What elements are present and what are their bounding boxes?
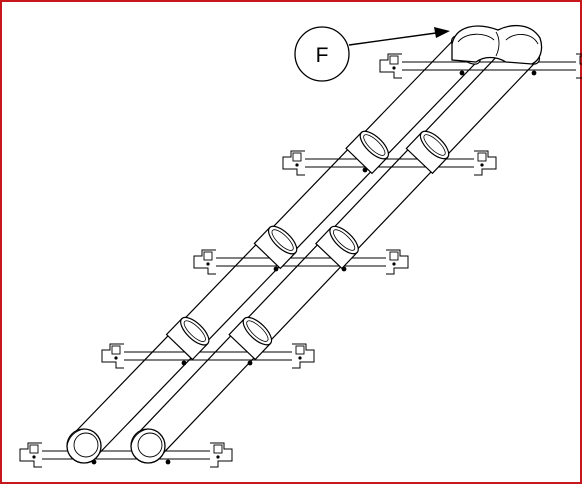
pipe-coupling bbox=[228, 316, 273, 361]
collector-pipe bbox=[130, 35, 541, 464]
bracket-tab bbox=[29, 444, 39, 454]
coupling-rim bbox=[329, 225, 359, 255]
bracket-outline bbox=[101, 343, 124, 369]
bracket-hole bbox=[206, 262, 210, 266]
coupling-inner-rim bbox=[183, 320, 206, 342]
bracket-hole bbox=[392, 262, 396, 266]
pipe-coupling bbox=[315, 225, 359, 270]
bracket-outline bbox=[474, 150, 497, 176]
bracket-tab bbox=[292, 152, 302, 162]
bracket-tab bbox=[111, 345, 121, 355]
bracket-tab bbox=[295, 345, 305, 355]
arrow-icon bbox=[434, 27, 450, 38]
bracket-outline bbox=[379, 53, 402, 79]
coupling-inner-rim bbox=[271, 229, 294, 251]
coupling-rim bbox=[359, 130, 390, 160]
fixing-dot bbox=[531, 70, 537, 76]
mounting-bracket-icon bbox=[576, 53, 582, 79]
mounting-bracket-icon bbox=[19, 442, 42, 468]
coupling-rim bbox=[180, 316, 210, 346]
collector-pipe bbox=[66, 35, 481, 464]
bracket-hole bbox=[114, 356, 118, 360]
bracket-tab bbox=[389, 55, 399, 65]
coupling-inner-rim bbox=[423, 134, 446, 156]
end-cap-outer bbox=[66, 428, 102, 464]
end-cap-inner bbox=[137, 432, 163, 458]
fixing-dot bbox=[362, 167, 368, 173]
end-cap-outer bbox=[130, 428, 166, 464]
bracket-outline bbox=[282, 150, 305, 176]
elbow-crease bbox=[495, 31, 500, 57]
pipe-coupling bbox=[253, 225, 298, 270]
bracket-hole bbox=[392, 66, 396, 70]
bracket-tab bbox=[203, 251, 213, 261]
end-cap-shade bbox=[130, 428, 149, 447]
coupling-inner-rim bbox=[363, 134, 386, 156]
callout-circle bbox=[294, 26, 350, 82]
mounting-brackets bbox=[19, 53, 582, 468]
mounting-bracket-icon bbox=[386, 249, 409, 275]
elbow-seam bbox=[457, 33, 495, 43]
mounting-bracket-icon bbox=[292, 343, 315, 369]
coupling-rim bbox=[419, 130, 450, 160]
mounting-bracket-icon bbox=[282, 150, 305, 176]
fixing-dot bbox=[273, 266, 279, 272]
callout-arrow-shaft bbox=[348, 32, 437, 46]
collector-pipes bbox=[66, 25, 543, 464]
coupling-inner-rim bbox=[332, 229, 356, 251]
mounting-bracket-icon bbox=[379, 53, 402, 79]
cross-rail bbox=[216, 257, 386, 272]
end-cap-shade bbox=[66, 428, 85, 447]
bracket-outline bbox=[386, 249, 409, 275]
mounting-bracket-icon bbox=[210, 442, 233, 468]
bracket-tab bbox=[477, 152, 487, 162]
fixing-dot bbox=[165, 459, 171, 465]
elbow-body bbox=[451, 25, 543, 65]
pipe-elbow-icon bbox=[451, 25, 543, 65]
bracket-hole bbox=[295, 163, 299, 167]
bracket-hole bbox=[32, 455, 36, 459]
bracket-outline bbox=[193, 249, 216, 275]
bracket-outline bbox=[576, 53, 582, 79]
bracket-hole bbox=[216, 455, 220, 459]
mounting-bracket-icon bbox=[101, 343, 124, 369]
mounting-bracket-icon bbox=[474, 150, 497, 176]
pipe-end-cap bbox=[130, 428, 166, 464]
cross-rail bbox=[402, 61, 576, 76]
bracket-outline bbox=[210, 442, 233, 468]
mounting-bracket-icon bbox=[193, 249, 216, 275]
coupling-rim bbox=[267, 225, 298, 255]
bracket-outline bbox=[292, 343, 315, 369]
bracket-tab bbox=[213, 444, 223, 454]
bracket-tab bbox=[389, 251, 399, 261]
fixing-dot bbox=[459, 70, 465, 76]
callout-label: F bbox=[316, 44, 329, 67]
bracket-outline bbox=[19, 442, 42, 468]
callout-f: F bbox=[294, 26, 450, 82]
pipe-end-cap bbox=[66, 428, 102, 464]
end-cap-inner bbox=[73, 432, 99, 458]
fixing-dot bbox=[247, 360, 253, 366]
bracket-hole bbox=[480, 163, 484, 167]
pipe-coupling bbox=[405, 130, 450, 175]
elbow-seam bbox=[505, 34, 539, 45]
bracket-tab bbox=[579, 55, 582, 65]
pipe-coupling bbox=[165, 316, 210, 361]
cross-rail bbox=[305, 158, 474, 173]
coupling-rim bbox=[242, 316, 273, 346]
cross-rail bbox=[42, 450, 210, 465]
coupling-inner-rim bbox=[246, 320, 269, 342]
bracket-hole bbox=[298, 356, 302, 360]
cross-rail bbox=[124, 351, 292, 366]
pipe-coupling bbox=[345, 130, 390, 175]
